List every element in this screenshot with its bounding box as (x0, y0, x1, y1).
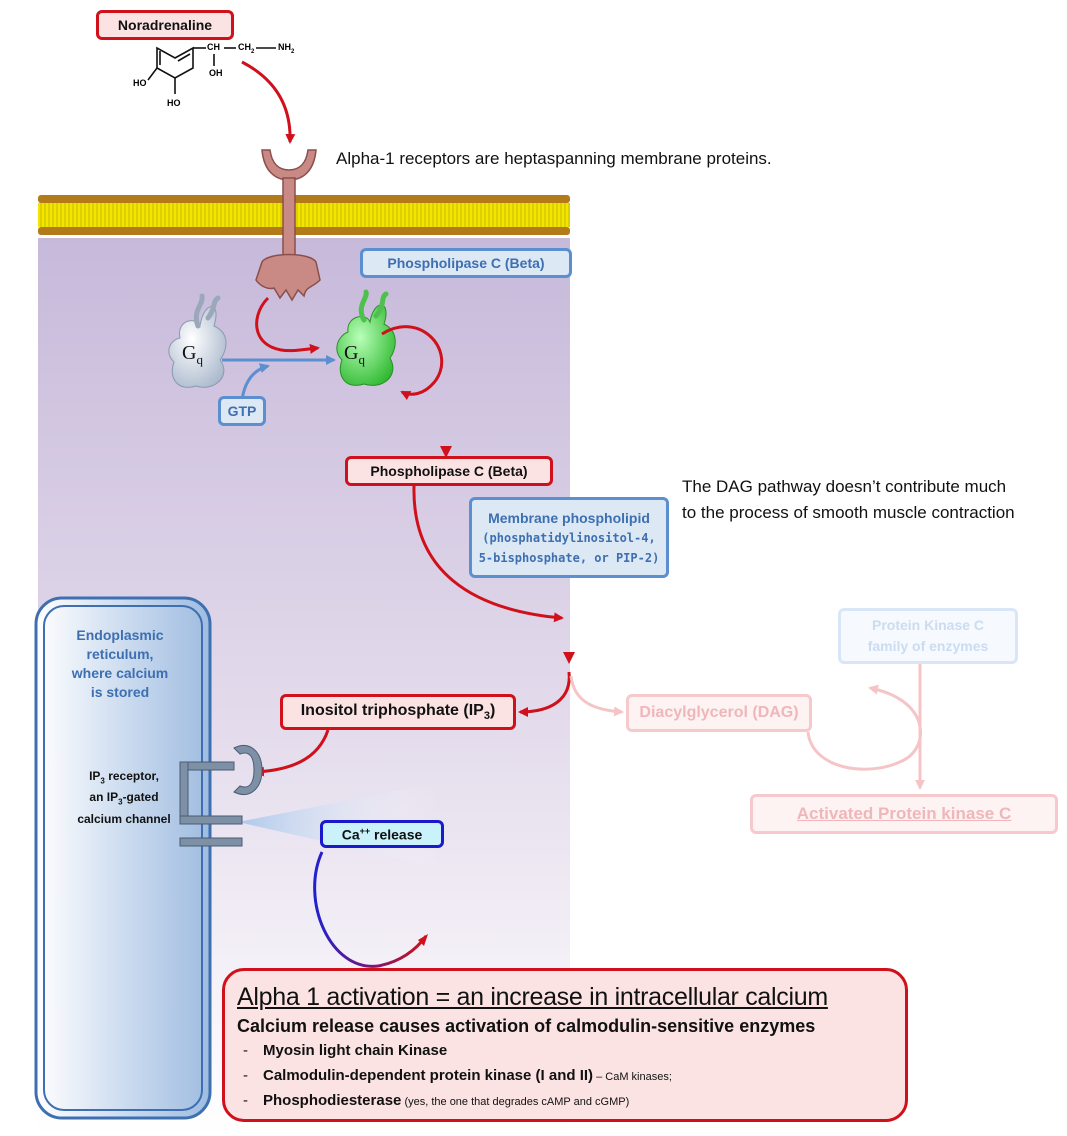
gq-active-label: Gq (344, 342, 365, 368)
endoplasmic-reticulum (34, 596, 212, 1120)
dag-box: Diacylglycerol (DAG) (626, 694, 812, 732)
summary-item-2-dash: - (243, 1067, 248, 1084)
ip3-sub: 3 (483, 710, 490, 723)
gq-inactive-letter: G (182, 342, 197, 364)
ip3-receptor-line-2: an IP3-gated (66, 789, 182, 810)
receptor-caption: Alpha-1 receptors are heptaspanning memb… (336, 149, 772, 168)
molecule-ho-label-1: HO (133, 78, 147, 88)
ip3-receptor-l2a: an IP (89, 790, 119, 805)
molecule-ch-label: CH (207, 42, 220, 52)
summary-item-1-dash: - (243, 1042, 248, 1059)
noradrenaline-box: Noradrenaline (96, 10, 234, 40)
arrow-to-ip3 (518, 671, 571, 717)
ip3-receptor-l1b: receptor, (104, 769, 159, 783)
ip3-receptor-channel (179, 745, 263, 847)
ip3-receptor-line-1: IP3 receptor, (66, 768, 182, 789)
gtp-label: GTP (227, 403, 257, 419)
summary-item-3-label: Phosphodiesterase (263, 1092, 402, 1109)
ip3-receptor-label: IP3 receptor, an IP3-gated calcium chann… (66, 768, 182, 828)
ip3-end: ) (489, 701, 496, 719)
er-label-line-3: where calcium (71, 665, 169, 681)
ca-release-label: Ca++ release (342, 826, 423, 843)
plc-active-box: Phospholipase C (Beta) (345, 456, 553, 486)
ip3-receptor-line-3: calcium channel (77, 811, 171, 826)
ca-release-a: Ca (341, 826, 360, 843)
arrow-binding (241, 60, 296, 144)
ip3-receptor-l2b: -gated (122, 790, 159, 805)
ip3-label: Inositol triphosphate (IP3) (301, 702, 496, 722)
ca-release-b: release (370, 826, 423, 843)
molecule-ch2-label: CH2 (238, 42, 254, 55)
noradrenaline-label: Noradrenaline (117, 17, 213, 33)
protein-kinase-c-line-1: Protein Kinase C (871, 617, 985, 633)
gq-inactive (168, 293, 227, 388)
er-label-line-4: is stored (90, 684, 150, 700)
molecule-ch2-sub: 2 (251, 48, 255, 55)
molecule-nh2-label: NH2 (278, 42, 294, 55)
ip3-receptor-l1a: IP (89, 769, 101, 783)
arrow-to-dag (569, 675, 624, 717)
summary-item-1: -Myosin light chain Kinase (243, 1039, 893, 1064)
dag-caption: The DAG pathway doesn’t contribute much … (682, 474, 1015, 526)
ip3-text: Inositol triphosphate (IP (300, 701, 484, 719)
molecule-ho-label-2: HO (167, 98, 181, 108)
noradrenaline-molecule (147, 46, 276, 94)
er-label-line-2: reticulum, (86, 646, 154, 662)
summary-item-2: -Calmodulin-dependent protein kinase (I … (243, 1064, 893, 1089)
summary-subtitle: Calcium release causes activation of cal… (237, 1016, 816, 1036)
molecule-nh2-text: NH (278, 42, 291, 52)
arrow-ip3-to-receptor (254, 729, 330, 777)
protein-kinase-c-line-2: family of enzymes (867, 638, 989, 654)
dag-label: Diacylglycerol (DAG) (639, 704, 799, 721)
arrow-receptor-to-gq (255, 296, 320, 354)
dag-caption-line-2: to the process of smooth muscle contract… (682, 503, 1015, 522)
ca-release-sup: ++ (359, 825, 371, 836)
alpha1-receptor (255, 149, 321, 302)
gq-inactive-label: Gq (182, 342, 203, 368)
summary-item-2-label: Calmodulin-dependent protein kinase (I a… (263, 1067, 594, 1084)
protein-kinase-c-box: Protein Kinase C family of enzymes (838, 608, 1018, 664)
membrane-phospholipid-box: Membrane phospholipid (phosphatidylinosi… (469, 497, 669, 578)
arrow-gtp (240, 363, 270, 401)
arrow-dag-to-pkc (806, 684, 922, 771)
plc-active-label: Phospholipase C (Beta) (370, 463, 528, 479)
arrow-ca-release (313, 851, 428, 968)
molecule-ch2-text: CH (238, 42, 251, 52)
plc-inactive-label: Phospholipase C (Beta) (387, 255, 545, 271)
dag-caption-line-1: The DAG pathway doesn’t contribute much (682, 477, 1007, 496)
molecule-nh2-sub: 2 (291, 48, 295, 55)
summary-item-3-note: (yes, the one that degrades cAMP and cGM… (401, 1096, 630, 1108)
arrow-gq-to-plc (381, 325, 444, 401)
membrane-phospholipid-title: Membrane phospholipid (488, 509, 650, 526)
ip3-receptor-l1sub: 3 (100, 776, 105, 786)
gq-active (336, 289, 396, 386)
gq-inactive-sub: q (196, 352, 203, 367)
summary-list: -Myosin light chain Kinase -Calmodulin-d… (243, 1039, 893, 1114)
er-label-line-1: Endoplasmic (76, 627, 164, 643)
molecule-oh-label: OH (209, 68, 223, 78)
summary-item-2-note: – CaM kinases; (593, 1071, 672, 1083)
er-label: Endoplasmic reticulum, where calcium is … (56, 626, 184, 702)
plc-inactive-box: Phospholipase C (Beta) (360, 248, 572, 278)
gq-active-letter: G (344, 342, 359, 364)
summary-item-1-label: Myosin light chain Kinase (263, 1042, 448, 1059)
ip3-box: Inositol triphosphate (IP3) (280, 694, 516, 730)
activated-pkc-box: Activated Protein kinase C (750, 794, 1058, 834)
gq-active-sub: q (358, 352, 365, 367)
membrane-phospholipid-line-3: 5-bisphosphate, or PIP-2) (478, 550, 660, 565)
gtp-box: GTP (218, 396, 266, 426)
membrane-phospholipid-line-2: (phosphatidylinositol-4, (482, 530, 656, 545)
cell-membrane (38, 195, 570, 235)
summary-title: Alpha 1 activation = an increase in intr… (237, 983, 828, 1011)
activated-pkc-label: Activated Protein kinase C (796, 804, 1012, 823)
ip3-receptor-l2sub: 3 (118, 797, 123, 807)
summary-item-3-dash: - (243, 1092, 248, 1109)
summary-box: Alpha 1 activation = an increase in intr… (222, 968, 908, 1122)
summary-item-3: -Phosphodiesterase (yes, the one that de… (243, 1089, 893, 1114)
arrow-plc-to-pip2 (412, 485, 564, 623)
ca-release-box: Ca++ release (320, 820, 444, 848)
